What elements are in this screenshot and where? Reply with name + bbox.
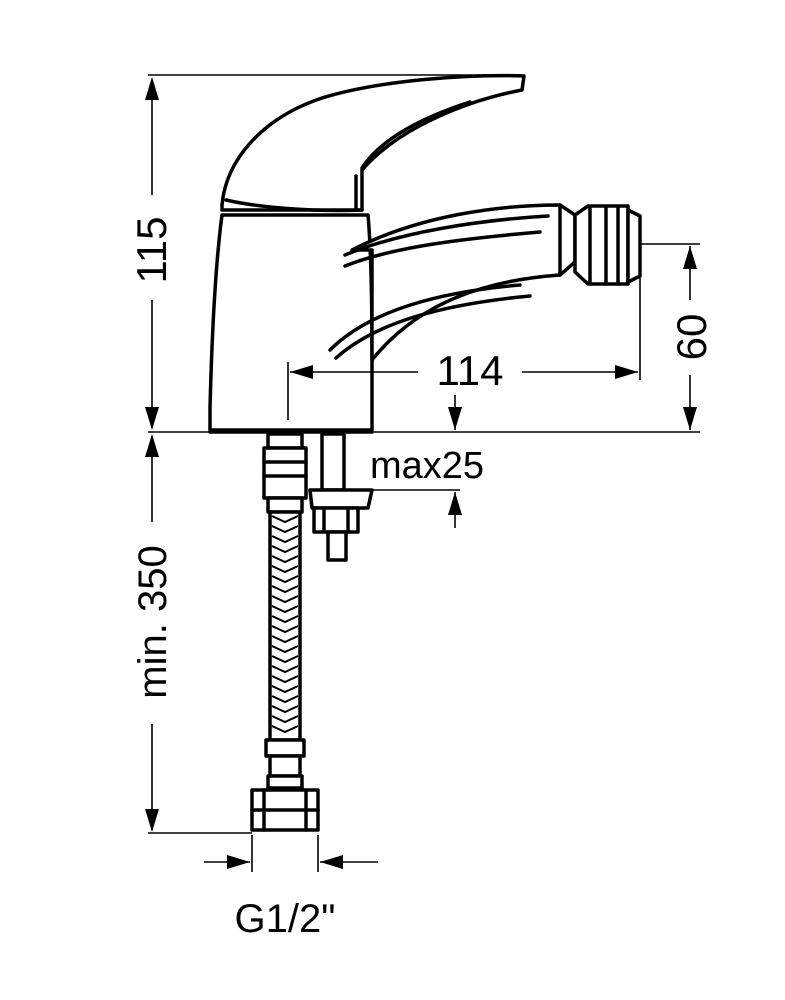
dimension-min-350: min. 350 [131, 434, 175, 832]
dimension-114: 114 [287, 244, 641, 420]
dimension-hose-label: min. 350 [131, 545, 175, 698]
lever-handle [220, 73, 526, 213]
dimension-height-label: 115 [128, 217, 175, 284]
dimension-max25: max25 [370, 395, 484, 528]
dimension-spout-length-label: 114 [437, 347, 504, 394]
dimension-spout-height-label: 60 [668, 314, 715, 361]
dimension-thread: G1/2" [204, 835, 378, 941]
hose-braid [271, 515, 299, 734]
aerator [573, 204, 642, 286]
dimension-thread-label: G1/2" [235, 897, 336, 941]
flexible-hose [250, 432, 320, 832]
dimension-60: 60 [668, 246, 715, 430]
dimension-115: 115 [128, 77, 175, 430]
fixing-rod [308, 432, 374, 562]
faucet-body [208, 203, 577, 432]
dimension-deck-label: max25 [370, 445, 484, 487]
